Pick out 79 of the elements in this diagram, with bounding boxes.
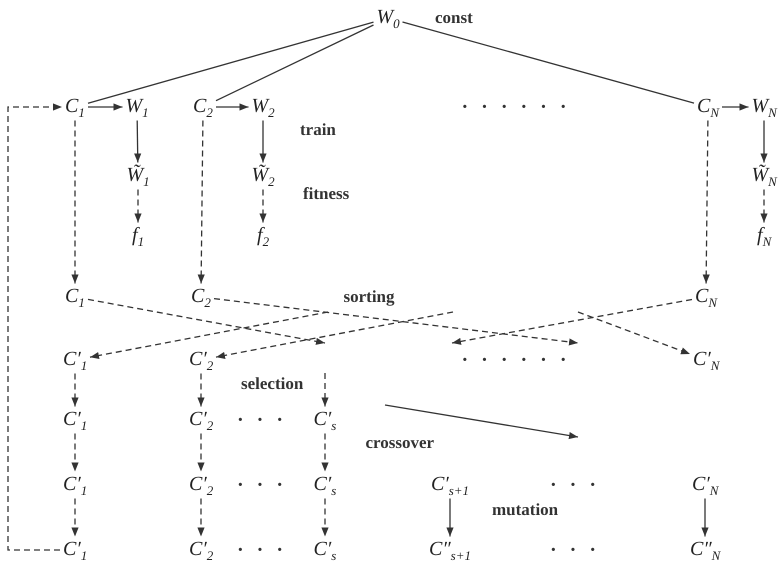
ellipsis-dots: · · · [237,410,288,430]
math-symbol: C″$_{s+1}$ [427,538,474,562]
step-label: selection [241,374,304,392]
dashed-arrow [578,311,690,355]
math-symbol: W̃$_{N}$ [750,164,779,188]
dashed-arrow [7,103,62,551]
step-label: crossover [366,434,434,450]
step-label: mutation [492,500,558,518]
step-label: fitness [303,184,350,202]
dashed-arrow [321,373,329,406]
math-symbol: C$_{2}$ [191,94,215,120]
dashed-arrow [702,120,710,284]
dashed-arrow [198,120,205,284]
math-symbol: C$_{N}$ [695,94,722,120]
math-symbol: f$_{2}$ [255,224,272,248]
math-symbol: C′$_{1}$ [61,408,90,432]
dashed-arrow [71,498,79,536]
math-symbol: C′$_{N}$ [690,472,720,498]
arrow [760,120,768,162]
math-symbol: W$_{0}$ [374,6,402,30]
dashed-arrow [216,311,454,359]
math-symbol: C′$_{1}$ [61,538,90,562]
math-symbol: W$_{1}$ [124,94,151,120]
arrow [701,498,709,536]
dashed-arrow [88,298,326,345]
math-symbol: C$_{1}$ [63,94,87,120]
math-symbol: C′$_{1}$ [61,348,90,372]
dashed-arrow [259,190,267,222]
math-symbol: C′$_{2}$ [187,538,216,562]
dashed-arrow [197,374,205,406]
dashed-arrow [197,498,205,536]
math-symbol: C′$_{2}$ [187,472,216,498]
dashed-arrow [197,434,205,472]
dashed-arrow [71,374,79,406]
dashed-arrow [71,120,79,284]
math-symbol: C″$_{N}$ [688,538,722,562]
ellipsis-dots: · · · [550,540,600,560]
arrow [134,120,142,162]
arrow [446,498,454,536]
math-symbol: C′$_{s}$ [312,538,338,562]
arrow [216,103,248,111]
math-symbol: C′$_{2}$ [187,408,216,432]
ellipsis-dots: · · · [550,475,600,495]
math-symbol: W$_{2}$ [250,94,277,120]
dashed-arrow [71,434,79,472]
math-symbol: C′$_{2}$ [187,348,216,372]
dashed-arrow [214,298,578,346]
math-symbol: C′$_{s}$ [312,408,338,432]
arrow [88,103,122,111]
math-symbol: f$_{N}$ [755,224,774,248]
math-symbol: C$_{2}$ [189,284,213,310]
dashed-arrow [321,498,329,536]
math-symbol: f$_{1}$ [130,224,146,248]
math-symbol: C′$_{1}$ [61,472,90,498]
line [88,21,374,104]
dashed-arrow [760,190,768,222]
ellipsis-dots: · · · · · · [462,350,571,370]
math-symbol: C′$_{s+1}$ [429,472,472,498]
math-symbol: C′$_{s}$ [312,472,338,498]
math-symbol: W̃$_{2}$ [250,164,277,188]
math-symbol: W̃$_{1}$ [124,164,152,188]
math-symbol: C$_{N}$ [693,284,720,310]
dashed-arrow [90,311,328,360]
annotation-label: const [435,8,473,26]
ellipsis-dots: · · · [237,540,288,560]
math-symbol: C$_{1}$ [63,284,87,310]
dashed-arrow [321,434,329,472]
arrow [722,103,748,111]
line [402,21,694,104]
dashed-arrow [134,190,142,222]
step-label: train [300,120,336,138]
ellipsis-dots: · · · · · · [462,97,571,117]
step-label: sorting [344,288,394,304]
dashed-arrow [452,298,692,345]
line [216,24,374,102]
ellipsis-dots: · · · [237,475,288,495]
arrow [259,120,267,162]
math-symbol: W$_{N}$ [750,94,779,120]
math-symbol: C′$_{N}$ [691,348,722,372]
